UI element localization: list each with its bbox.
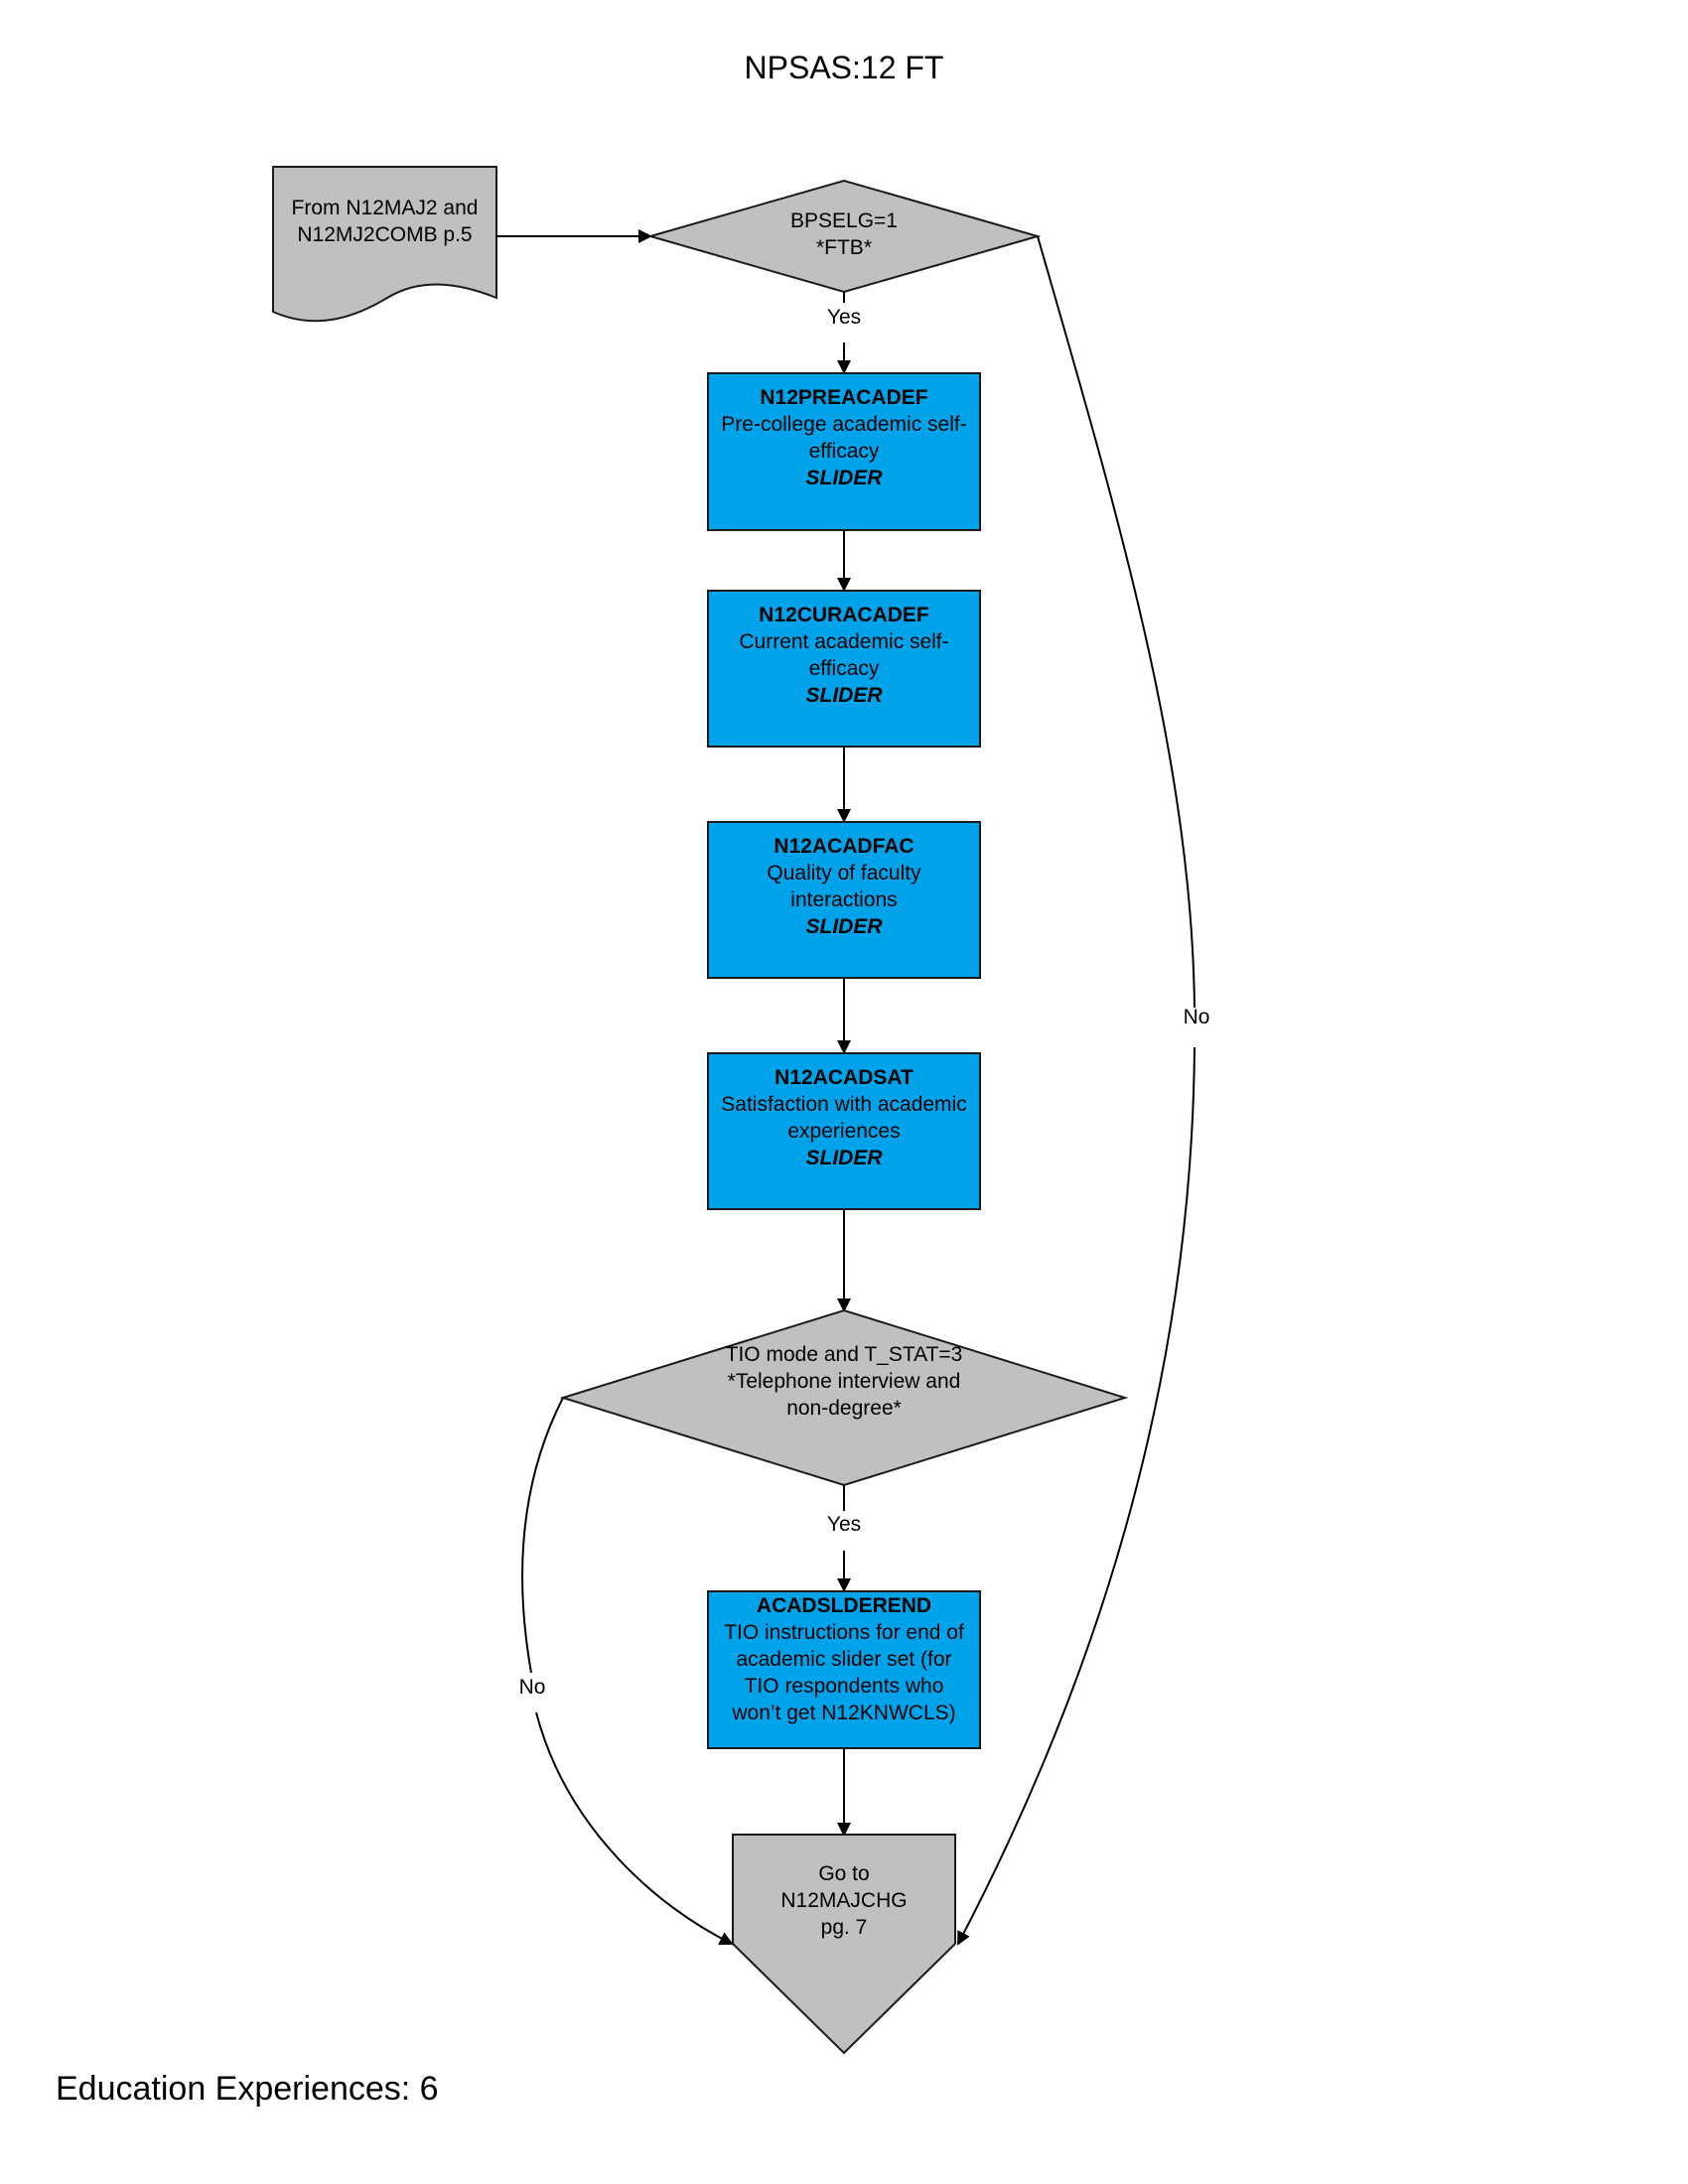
decision1-line2: *FTB* (815, 236, 872, 259)
process-box-n12preacadef: N12PREACADEF Pre-college academic self- … (707, 372, 981, 531)
box-id: N12PREACADEF (760, 386, 928, 409)
process-box-n12acadfac: N12ACADFAC Quality of faculty interactio… (707, 821, 981, 979)
box-desc-line2: efficacy (808, 657, 880, 680)
decision2-line3: non-degree* (786, 1397, 902, 1420)
decision2-no-path-lower (535, 1711, 734, 1945)
decision2-no-path-upper (521, 1397, 564, 1674)
decision2-line2: *Telephone interview and (727, 1370, 961, 1393)
source-line1: From N12MAJ2 and (291, 197, 479, 219)
box-id: N12ACADFAC (774, 835, 914, 858)
goto-connector-shape (732, 1834, 956, 2055)
box-desc-line2: interactions (790, 888, 898, 911)
box-desc-line2: efficacy (808, 440, 880, 463)
box-tag: SLIDER (805, 684, 883, 707)
process-box-n12curacadef: N12CURACADEF Current academic self- effi… (707, 590, 981, 748)
goto-line3: pg. 7 (820, 1916, 868, 1939)
decision2-yes-label: Yes (826, 1513, 862, 1536)
box-desc-line1: Quality of faculty (767, 862, 921, 885)
box-id: ACADSLDEREND (756, 1594, 932, 1617)
process-box-acadslderend: ACADSLDEREND TIO instructions for end of… (707, 1590, 981, 1749)
box-desc-line2: experiences (787, 1120, 901, 1143)
box-id: N12CURACADEF (759, 604, 929, 626)
decision1-no-label: No (1183, 1006, 1210, 1028)
box-desc-line1: Pre-college academic self- (721, 413, 967, 436)
box-tag: SLIDER (805, 467, 883, 489)
decision1-text: BPSELG=1 *FTB* (695, 207, 993, 261)
decision1-line1: BPSELG=1 (790, 209, 898, 232)
box-desc-line3: TIO respondents who (744, 1675, 944, 1698)
source-line2: N12MJ2COMB p.5 (297, 223, 473, 246)
box-tag: SLIDER (805, 915, 883, 938)
decision1-no-path-lower (957, 1046, 1196, 1946)
page-title: NPSAS:12 FT (744, 50, 944, 85)
goto-line1: Go to (818, 1862, 870, 1885)
decision2-line1: TIO mode and T_STAT=3 (725, 1343, 963, 1366)
box-desc-line1: Satisfaction with academic (721, 1093, 967, 1116)
decision2-diamond (559, 1308, 1129, 1487)
decision1-yes-label: Yes (826, 306, 862, 329)
page-footer: Education Experiences: 6 (56, 2070, 439, 2108)
decision2-no-label: No (518, 1676, 546, 1699)
box-desc-line1: TIO instructions for end of (724, 1621, 964, 1644)
box-desc-line4: won’t get N12KNWCLS) (732, 1702, 956, 1724)
box-desc-line1: Current academic self- (739, 630, 949, 653)
decision2-text: TIO mode and T_STAT=3 *Telephone intervi… (645, 1341, 1043, 1422)
box-desc-line2: academic slider set (for (736, 1648, 952, 1671)
goto-line2: N12MAJCHG (780, 1889, 908, 1912)
decision1-no-path-upper (1037, 235, 1196, 1009)
box-tag: SLIDER (805, 1147, 883, 1169)
source-document-shape (272, 166, 497, 323)
process-box-n12acadsat: N12ACADSAT Satisfaction with academic ex… (707, 1052, 981, 1210)
goto-node-text: Go to N12MAJCHG pg. 7 (733, 1860, 955, 1941)
source-node-text: From N12MAJ2 and N12MJ2COMB p.5 (273, 195, 496, 248)
box-id: N12ACADSAT (774, 1066, 914, 1089)
